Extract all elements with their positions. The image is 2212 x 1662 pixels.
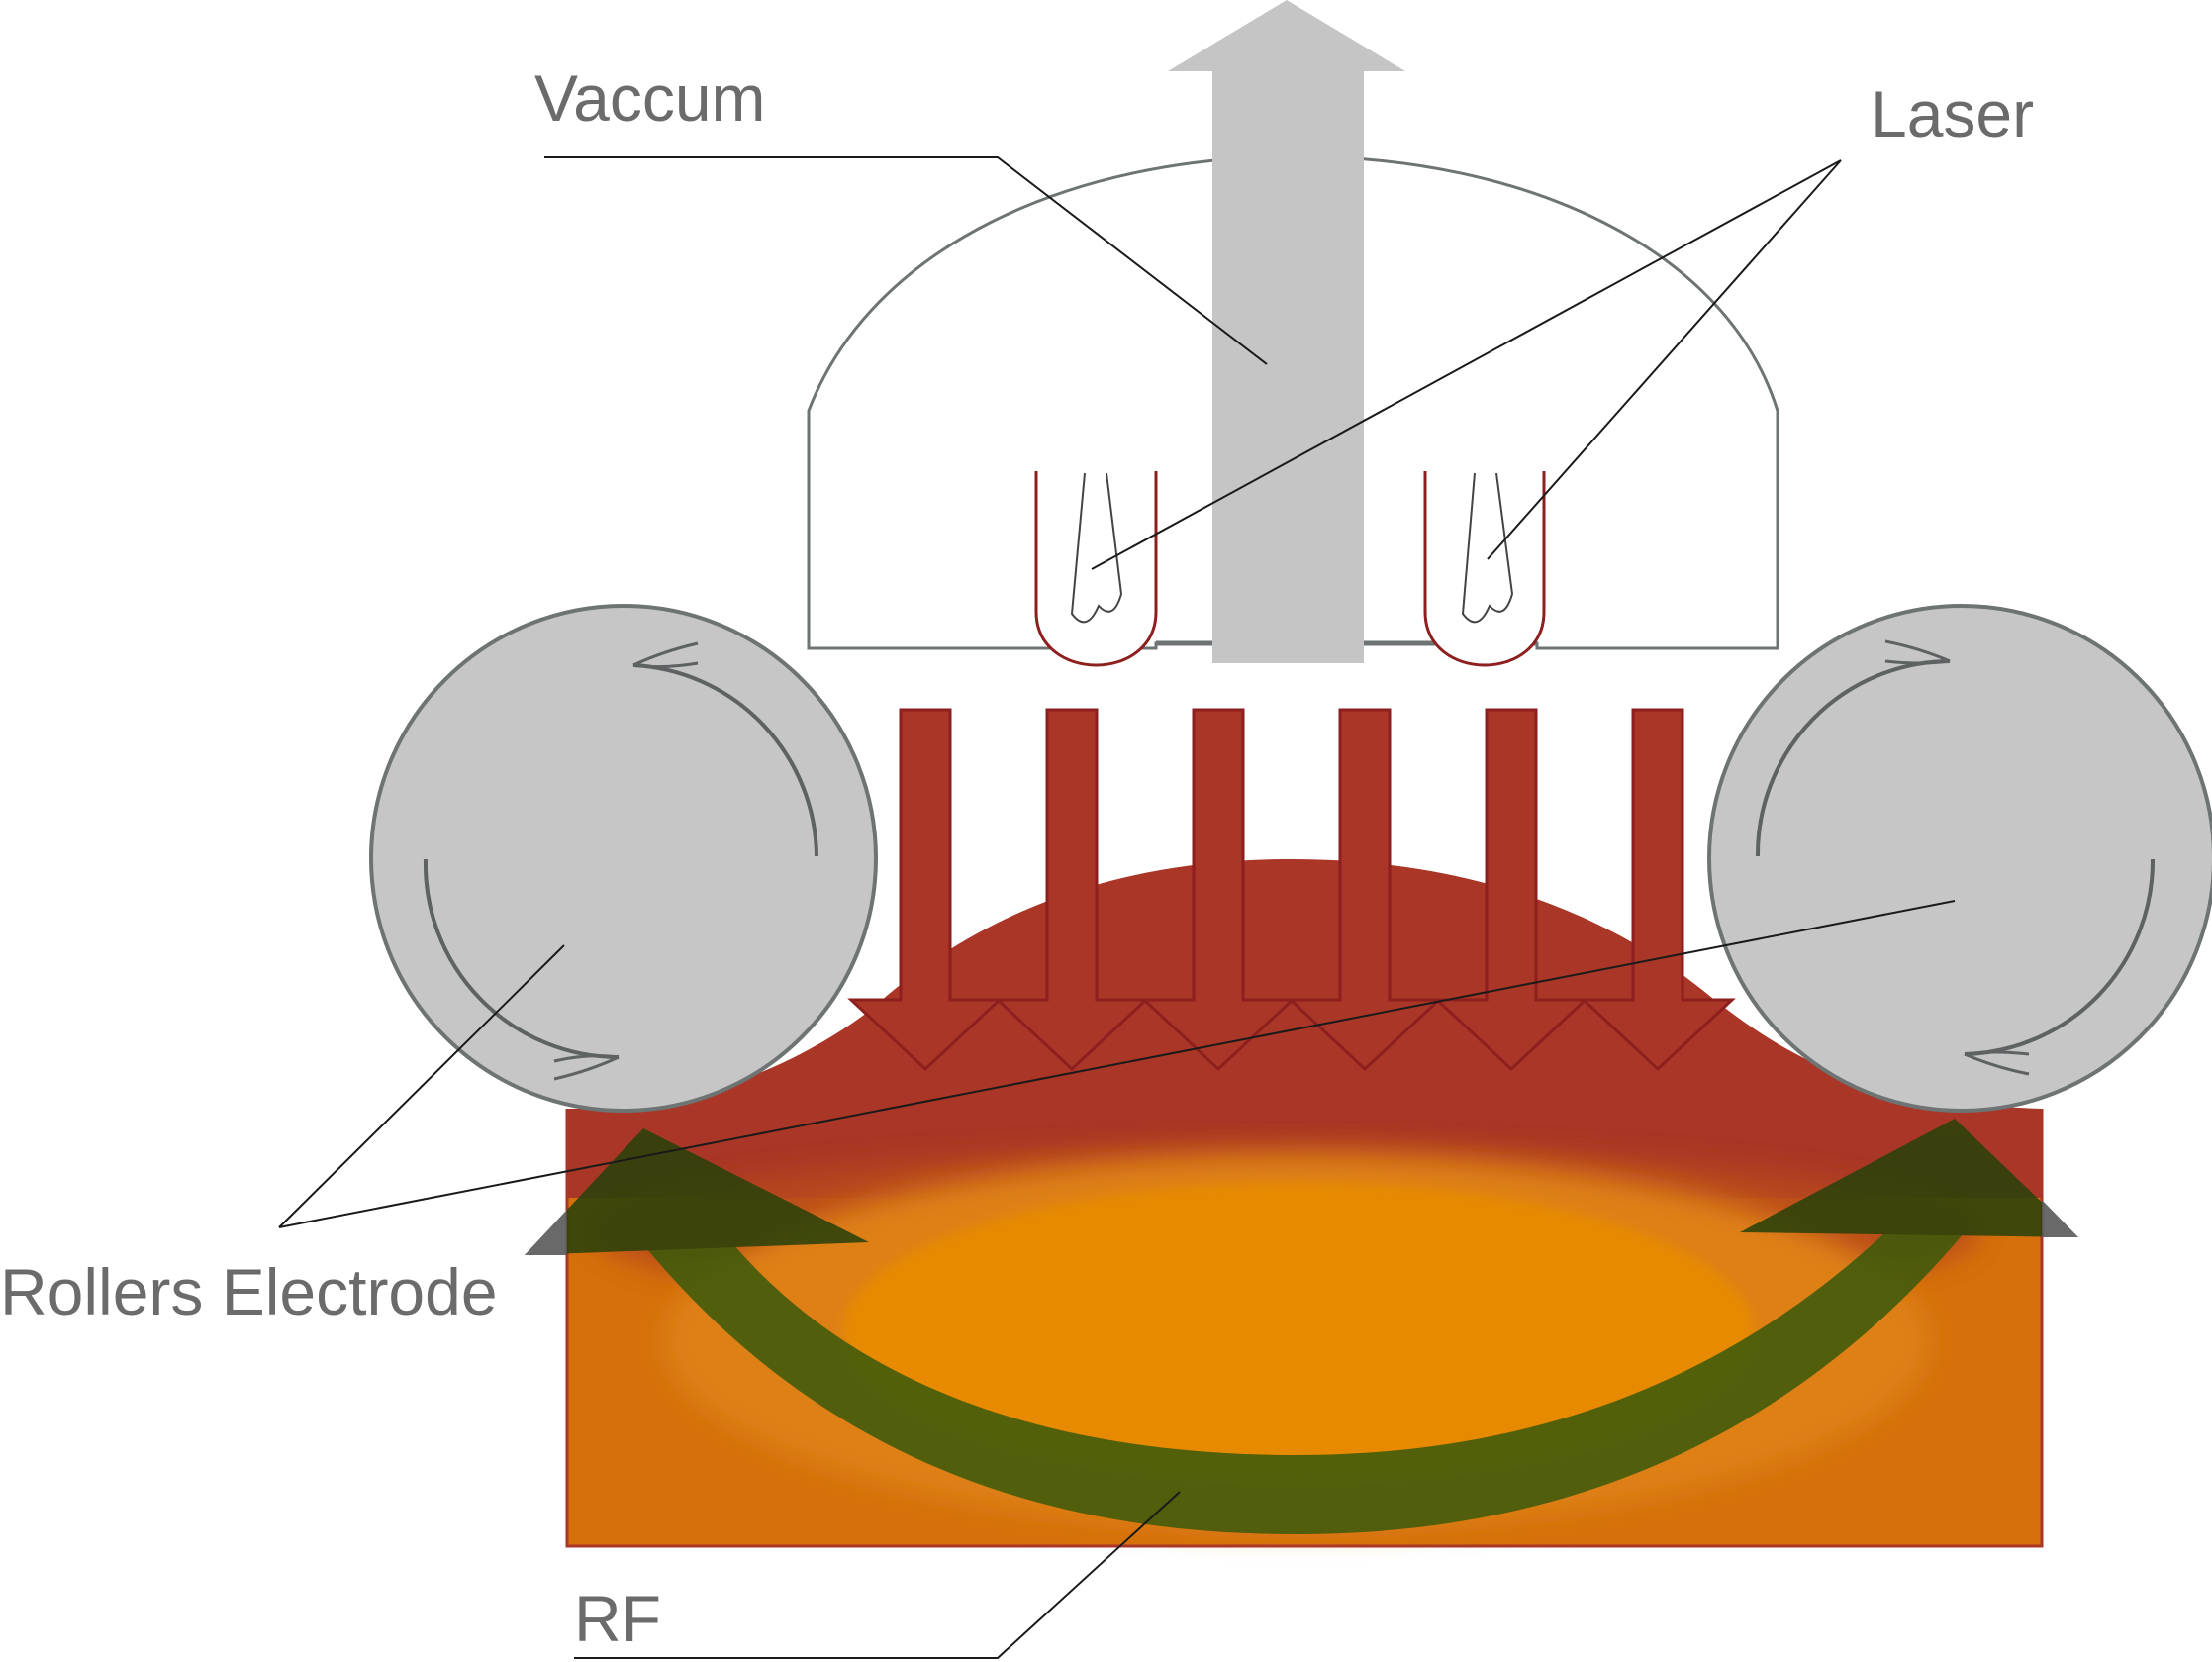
leader-lines	[278, 156, 1956, 1659]
rollers-leader-line-right	[278, 900, 1956, 1228]
vacuum-label: Vaccum	[534, 61, 766, 135]
rf-label: RF	[574, 1582, 661, 1655]
laser-beam-arrow	[1433, 708, 1589, 1072]
rf-current-arrow	[525, 1119, 2078, 1534]
vacuum-handpiece	[807, 0, 1779, 667]
laser-beam-arrow	[1140, 708, 1297, 1072]
left-roller-electrode	[369, 604, 878, 1113]
rollers-leader-line-left	[278, 944, 565, 1228]
laser-beam-icon	[1070, 472, 1123, 624]
rf-leader-line	[574, 1491, 1181, 1659]
rollers-electrode-label: Rollers Electrode	[0, 1255, 498, 1328]
rotation-arrow-icon	[1964, 858, 2156, 1056]
laser-beam-icon	[1461, 472, 1514, 624]
right-roller-electrode	[1707, 604, 2212, 1113]
laser-beam-arrow	[1580, 708, 1736, 1072]
vacuum-suction-arrow	[1168, 0, 1405, 663]
rotation-arrow-icon	[632, 663, 818, 857]
tissue-outline	[565, 1109, 2044, 1548]
laser-emitter-left	[1034, 471, 1158, 667]
rotation-arrow-icon	[423, 858, 620, 1059]
laser-beam-arrow	[1287, 708, 1443, 1072]
laser-emitter-right	[1423, 471, 1546, 667]
laser-beams	[847, 708, 1736, 1072]
laser-leader-line-right	[1487, 159, 1842, 560]
laser-label: Laser	[1871, 77, 2034, 150]
laser-beam-arrow	[994, 708, 1150, 1072]
vacuum-leader-line	[544, 156, 1268, 365]
rotation-arrow-icon	[1755, 659, 1951, 857]
rf-heating-core	[843, 1183, 1754, 1480]
laser-leader-line-left	[1091, 159, 1842, 570]
laser-beam-arrow	[847, 708, 1004, 1072]
